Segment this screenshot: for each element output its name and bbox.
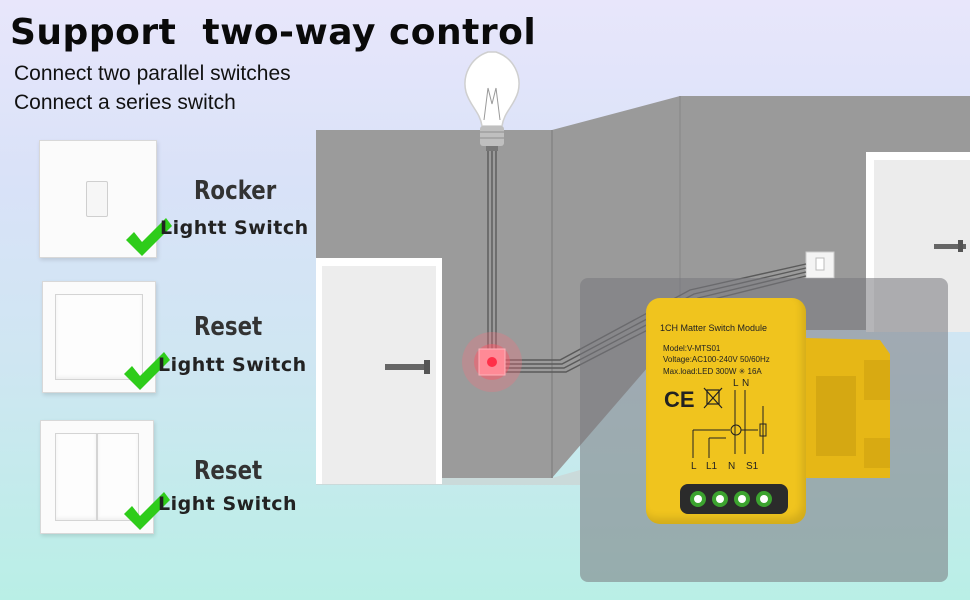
pin-n: N <box>728 461 736 472</box>
switch-indicator-icon <box>462 332 522 392</box>
checkmark-icon <box>126 218 172 256</box>
switch-type-reset: Reset <box>194 312 263 342</box>
top-pin-l: L <box>733 378 739 389</box>
pin-l: L <box>691 461 697 472</box>
checkmark-icon <box>124 352 170 390</box>
page-title: Support two-way control <box>10 12 537 53</box>
feature-parallel-switches: Connect two parallel switches <box>14 62 291 85</box>
light-bulb-icon <box>464 51 520 151</box>
switch-type-rocker: Rocker <box>194 176 277 206</box>
left-door-icon <box>316 258 442 484</box>
switch-label: Lightt Switch <box>160 217 309 239</box>
pin-s1: S1 <box>746 461 759 472</box>
top-pin-n: N <box>742 378 750 389</box>
module-details <box>680 338 890 514</box>
terminal-block-icon <box>680 484 788 514</box>
feature-series-switch: Connect a series switch <box>14 91 236 114</box>
module-name: 1CH Matter Switch Module <box>660 323 768 333</box>
module-voltage: Voltage:AC100-240V 50/60Hz <box>663 355 770 364</box>
weee-bin-icon <box>703 387 723 409</box>
switch-label: Light Switch <box>158 493 298 515</box>
remote-wall-switch-icon <box>805 251 835 279</box>
switch-label: Lightt Switch <box>158 354 307 376</box>
module-max-load: Max.load:LED 300W ✳ 16A <box>663 367 762 376</box>
wiring-diagram-icon <box>692 390 767 458</box>
checkmark-icon <box>124 492 170 530</box>
module-model: Model:V-MTS01 <box>663 344 721 353</box>
switch-type-reset: Reset <box>194 456 263 486</box>
pin-l1: L1 <box>706 461 718 472</box>
single-reset-switch-icon <box>42 281 156 393</box>
ce-mark: CE <box>664 387 695 412</box>
